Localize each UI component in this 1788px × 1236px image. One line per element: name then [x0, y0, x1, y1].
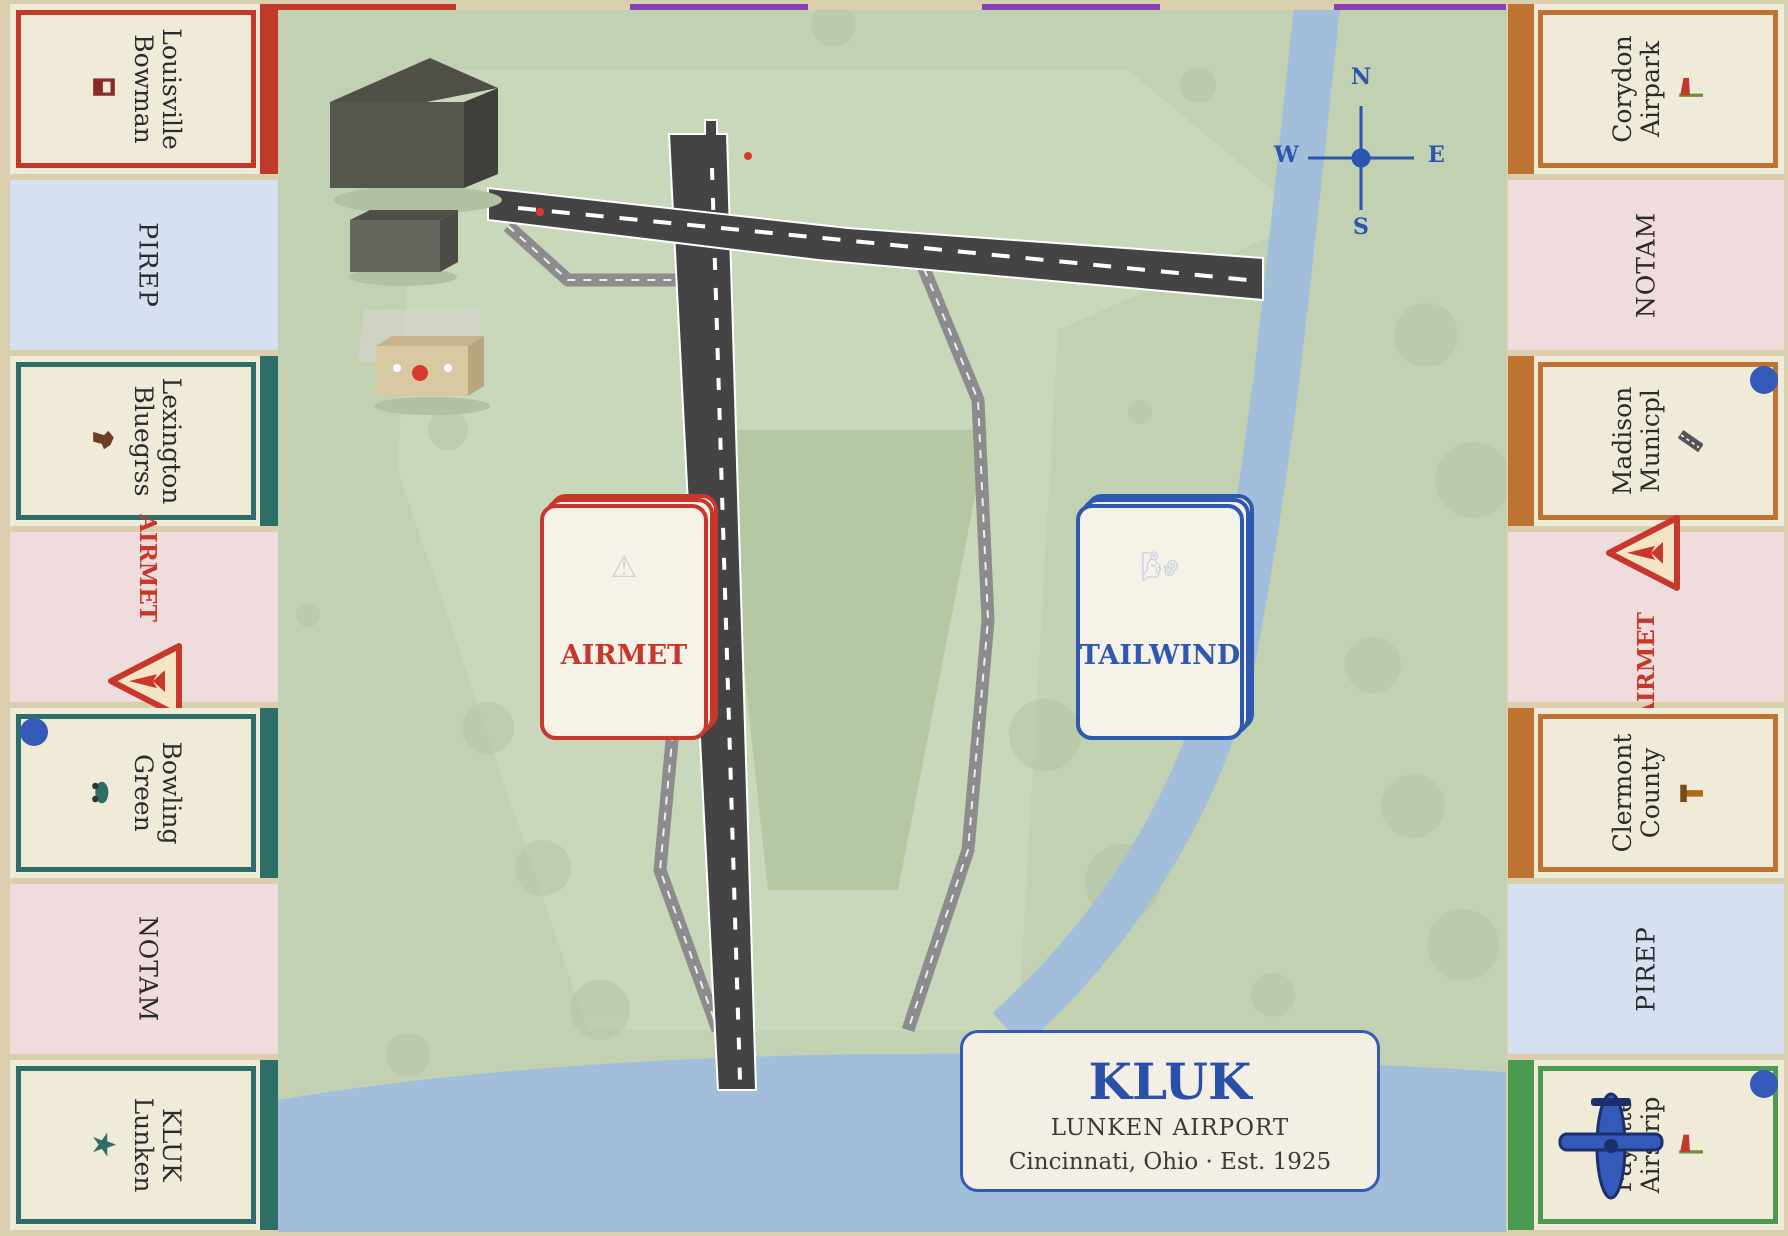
tailwind-deck-label: TAILWIND: [1079, 640, 1241, 671]
property-name-line1: Corydon: [1608, 35, 1637, 143]
airport-plaque: KLUK LUNKEN AIRPORT Cincinnati, Ohio · E…: [960, 1030, 1380, 1192]
property-color-band: [1508, 4, 1534, 174]
airmet-space[interactable]: AIRMET: [10, 514, 286, 719]
car-icon: [87, 780, 117, 806]
airport-subtitle: Cincinnati, Ohio · Est. 1925: [1008, 1149, 1332, 1175]
airmet-deck-label: AIRMET: [560, 640, 688, 671]
hangar-large-icon: [330, 58, 502, 214]
pirep-space-label: PIREP: [1631, 926, 1661, 1012]
player-token[interactable]: [1750, 1070, 1778, 1098]
property-color-band: [1508, 1060, 1534, 1230]
windsock-icon: [1677, 76, 1707, 102]
property-name-line2: Municpl: [1636, 389, 1665, 493]
color-band-purple: [630, 4, 808, 10]
star-icon: [87, 1132, 117, 1158]
property-name-line1: KLUK: [157, 1108, 186, 1182]
property-name-line2: Lunken: [129, 1097, 158, 1193]
warning-icon: ⚠: [610, 550, 638, 585]
property-name-line2: Bowman: [129, 34, 158, 144]
color-band-purple-2: [982, 4, 1160, 10]
property-name-line1: Madison: [1608, 386, 1637, 496]
pirep-space[interactable]: PIREP: [1508, 884, 1784, 1054]
player-plane-icon[interactable]: [1556, 1086, 1666, 1210]
property-card-frame: [16, 714, 256, 872]
compass-east-label: E: [1428, 142, 1445, 168]
notam-space-label: NOTAM: [1631, 211, 1661, 319]
property-card-frame: [16, 362, 256, 520]
wind-icon: 🌬: [1140, 550, 1180, 585]
property-name-line2: Green: [129, 754, 158, 832]
airmet-warning-icon: [107, 642, 189, 720]
pirep-space-label: PIREP: [133, 222, 163, 308]
property-card-frame: [1538, 714, 1778, 872]
airmet-card-deck[interactable]: ⚠ AIRMET: [540, 494, 718, 740]
compass-rose: [1308, 106, 1414, 210]
notam-space[interactable]: NOTAM: [1508, 180, 1784, 350]
property-label-group: FayetteAirstrip: [1608, 1097, 1707, 1193]
property-name-line1: Lexington: [157, 377, 186, 505]
property-name-line1: Bowling: [157, 741, 186, 845]
notam-space[interactable]: NOTAM: [10, 884, 286, 1054]
property-card-frame: [16, 10, 256, 168]
compass-south-label: S: [1353, 214, 1369, 240]
color-band-purple-3: [1334, 4, 1506, 10]
airmet-label-group: AIRMET: [1605, 514, 1687, 720]
property-name-line1: Clermont: [1608, 733, 1637, 853]
tailwind-card-deck[interactable]: 🌬 TAILWIND: [1076, 494, 1254, 740]
property-color-band: [1508, 356, 1534, 526]
horse-icon: [87, 428, 117, 454]
airport-name: LUNKEN AIRPORT: [1050, 1115, 1290, 1141]
pirep-space[interactable]: PIREP: [10, 180, 286, 350]
property-card-frame: [1538, 362, 1778, 520]
airmet-space[interactable]: AIRMET: [1508, 515, 1784, 720]
property-name-line2: Bluegrss: [129, 385, 158, 497]
airmet-warning-icon: [1605, 514, 1687, 592]
airport-code: KLUK: [1088, 1052, 1252, 1111]
property-card-frame: [1538, 10, 1778, 168]
terminal-building-icon: [358, 308, 490, 415]
notam-space-label: NOTAM: [133, 915, 163, 1023]
board-center: N S E W ⚠ AIRMET 🌬 TAILWIND KLUK LUNKEN …: [278, 4, 1506, 1232]
player-token[interactable]: [20, 718, 48, 746]
hangar-small-icon: [349, 210, 458, 286]
building-icon: [87, 76, 117, 102]
compass-west-label: W: [1274, 142, 1299, 168]
player-token[interactable]: [1750, 366, 1778, 394]
airmet-space-label: AIRMET: [1632, 612, 1660, 720]
airmet-space-label: AIRMET: [134, 514, 162, 622]
property-card-frame: [16, 1066, 256, 1224]
tower-icon: [1677, 780, 1707, 806]
property-name-line2: Airpark: [1636, 40, 1665, 138]
property-name-line2: County: [1636, 747, 1665, 839]
property-space[interactable]: FayetteAirstrip: [1508, 1060, 1784, 1230]
compass-north-label: N: [1351, 64, 1372, 90]
property-name-line1: Louisville: [157, 28, 186, 150]
runway-icon: [1677, 428, 1707, 454]
property-color-band: [1508, 708, 1534, 878]
color-band-red: [278, 4, 456, 10]
airmet-label-group: AIRMET: [107, 514, 189, 720]
windsock-icon: [1677, 1132, 1707, 1158]
